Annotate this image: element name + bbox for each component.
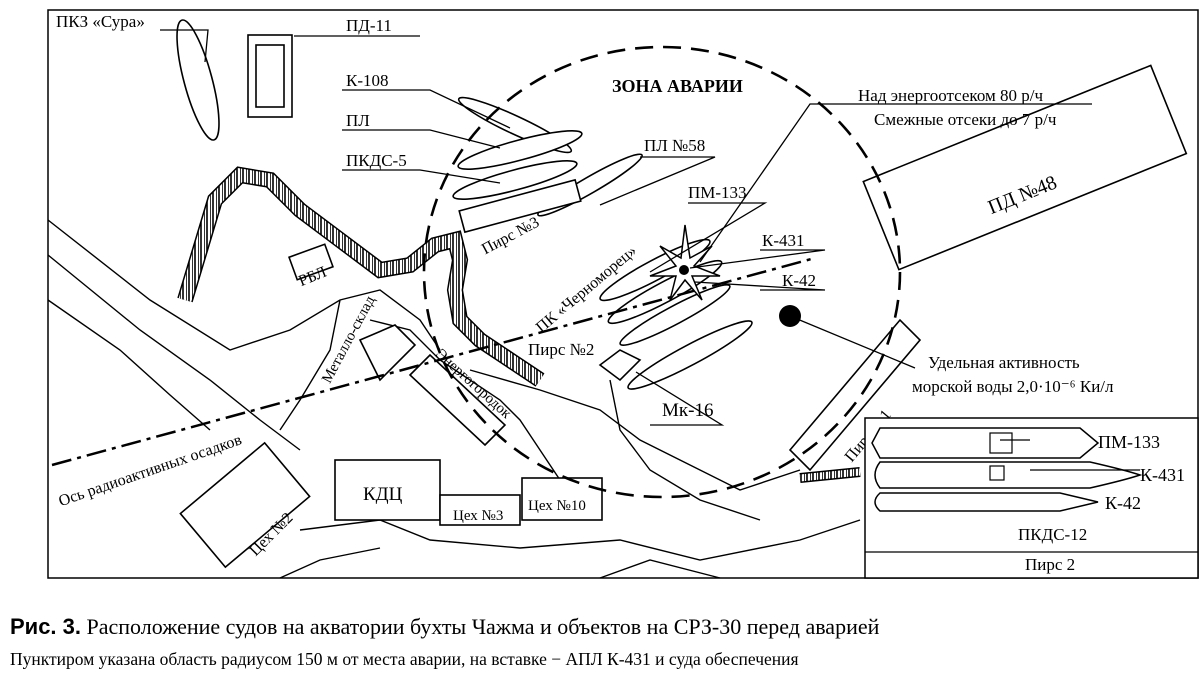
ship-pl (457, 130, 583, 170)
inset-ship-k42 (874, 492, 1099, 512)
label-pier2: Пирс №2 (528, 340, 594, 359)
hatched-causeway (177, 166, 861, 483)
pkz-sura-ship (176, 19, 220, 141)
ship-pl58 (537, 153, 643, 217)
pier1 (788, 318, 922, 472)
pier2 (598, 349, 642, 382)
bay-layout-diagram: ПКЗ «Сура» ПД-11 К-108 ПЛ ПКДС-5 ПЛ №58 … (47, 9, 1199, 579)
label-ceh10: Цех №10 (528, 498, 586, 514)
figure-title: Расположение судов на акватории бухты Ча… (86, 614, 880, 639)
inset-panel: ПМ-133 К-431 К-42 ПКДС-12 Пирс 2 (864, 417, 1199, 579)
label-energy2: Смежные отсеки до 7 р/ч (874, 110, 1057, 129)
inset-label-pkds12: ПКДС-12 (1018, 525, 1087, 544)
inset-ship-k431 (874, 461, 1143, 489)
inset-ship-pm133 (871, 427, 1100, 459)
label-ceh3: Цех №3 (453, 508, 503, 524)
pd11-barge (247, 34, 293, 118)
inset-leaders (1000, 439, 1140, 471)
ship-pkds5 (452, 160, 578, 200)
label-pl: ПЛ (346, 111, 370, 130)
label-k431: К-431 (762, 231, 805, 250)
label-mk16: Мк-16 (662, 400, 713, 421)
label-pkds5: ПКДС-5 (346, 151, 407, 170)
figure-caption-title: Рис. 3. Расположение судов на акватории … (10, 614, 879, 640)
label-kdts: КДЦ (363, 484, 403, 505)
pd48-dock (862, 64, 1188, 271)
fallout-axis-line (51, 256, 816, 467)
ceh3-building (439, 494, 521, 526)
rbl-building (288, 243, 334, 281)
label-k108: К-108 (346, 71, 389, 90)
ceh2-building (179, 441, 311, 569)
inset-label-k431: К-431 (1140, 465, 1185, 485)
label-energy1: Над энергоотсеком 80 р/ч (858, 86, 1043, 105)
accident-zone-circle (422, 45, 902, 499)
accident-point-icon (679, 265, 689, 275)
kdts-building (334, 459, 441, 521)
label-zone: ЗОНА АВАРИИ (612, 76, 743, 96)
label-pkz-sura: ПКЗ «Сура» (56, 12, 145, 31)
inset-label-pm133: ПМ-133 (1098, 432, 1160, 452)
inset-label-pier2: Пирс 2 (1025, 555, 1075, 574)
label-activity2: морской воды 2,0·10⁻⁶ Ки/л (912, 377, 1114, 396)
label-pl58: ПЛ №58 (644, 136, 705, 155)
figure-number: Рис. 3. (10, 614, 82, 639)
shoreline (47, 219, 861, 579)
metallosklad-block (358, 324, 417, 382)
figure-frame (47, 9, 1199, 579)
ceh10-building (521, 477, 603, 521)
label-pm133: ПМ-133 (688, 183, 747, 202)
label-activity1: Удельная активность (928, 353, 1080, 372)
figure-caption-note: Пунктиром указана область радиусом 150 м… (10, 649, 799, 669)
ship-k42 (619, 284, 731, 346)
pier3 (458, 178, 582, 234)
inset-label-k42: К-42 (1105, 493, 1141, 513)
leader-lines (160, 29, 1092, 426)
label-pd11: ПД-11 (346, 16, 392, 35)
label-k42: К-42 (782, 271, 816, 290)
ship-mk16 (627, 320, 753, 390)
energogorodok-building (408, 353, 507, 447)
